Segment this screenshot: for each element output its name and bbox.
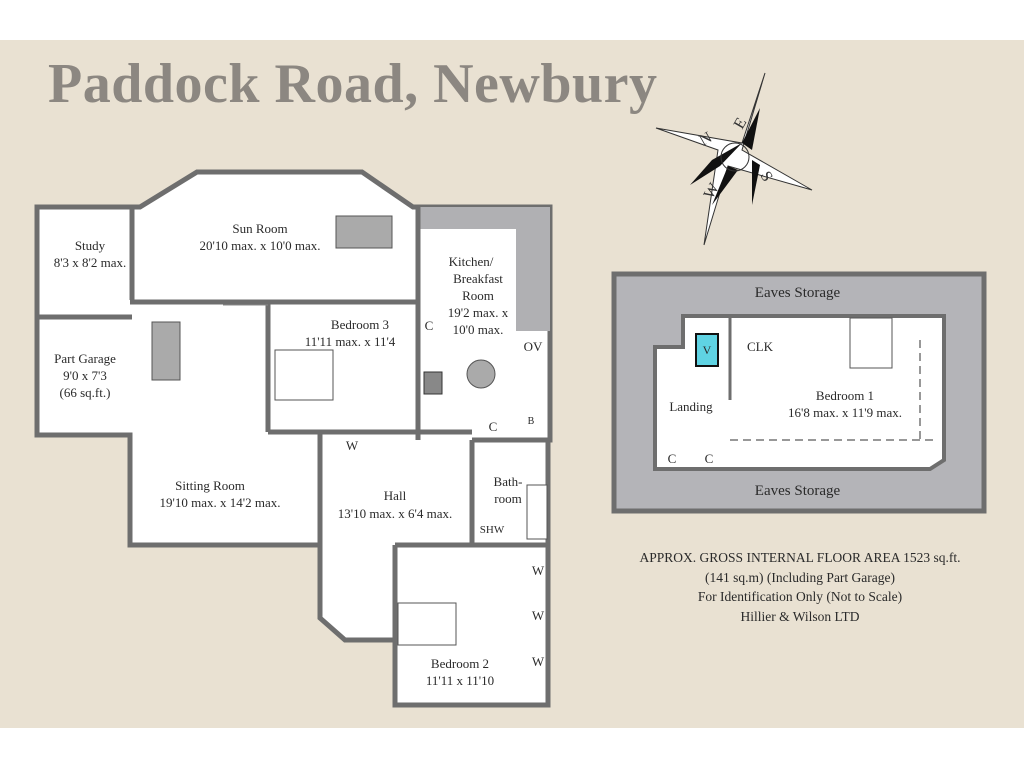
bathroom-name-1: Bath- — [493, 474, 523, 489]
study-name: Study — [74, 238, 106, 253]
v-label: V — [702, 343, 712, 357]
sitting-room-dims: 19'10 max. x 14'2 max. — [159, 495, 281, 510]
bathroom-name-2: room — [494, 491, 522, 506]
wardrobe-label: W — [531, 563, 545, 578]
wardrobe-label: W — [531, 608, 545, 623]
cupboard-label: C — [704, 451, 714, 466]
bedroom3-dims: 11'11 max. x 11'4 — [304, 334, 396, 349]
ground-floor — [34, 169, 553, 708]
bedroom2-dims: 11'11 x 11'10 — [425, 673, 495, 688]
note-line-1: APPROX. GROSS INTERNAL FLOOR AREA 1523 s… — [639, 550, 961, 565]
kitchen-dims-1: 19'2 max. x — [447, 305, 509, 320]
cupboard-label: C — [667, 451, 677, 466]
bedroom1-dims: 16'8 max. x 11'9 max. — [788, 405, 902, 420]
boiler-label: B — [527, 416, 535, 427]
cupboard-label: C — [424, 318, 434, 333]
shower-label: SHW — [479, 524, 505, 536]
wardrobe-label: W — [345, 438, 359, 453]
garage-dims: 9'0 x 7'3 — [63, 368, 107, 383]
sun-room-dims: 20'10 max. x 10'0 max. — [199, 238, 321, 253]
garage-name: Part Garage — [54, 351, 116, 366]
page-title: Paddock Road, Newbury — [48, 53, 658, 115]
sun-room-name: Sun Room — [232, 221, 288, 236]
sitting-room-name: Sitting Room — [175, 478, 245, 493]
hall-name: Hall — [383, 488, 407, 503]
bedroom3-name: Bedroom 3 — [330, 317, 390, 332]
wardrobe-label: W — [531, 654, 545, 669]
hall-dims: 13'10 max. x 6'4 max. — [337, 506, 453, 521]
bedroom2-name: Bedroom 2 — [430, 656, 490, 671]
kitchen-name-2: Breakfast — [453, 271, 503, 286]
clk-label: CLK — [747, 339, 773, 354]
eaves-storage-bottom: Eaves Storage — [754, 483, 841, 499]
kitchen-name-1: Kitchen/ — [448, 254, 494, 269]
kitchen-dims-2: 10'0 max. — [452, 322, 504, 337]
study-dims: 8'3 x 8'2 max. — [53, 255, 127, 270]
landing-label: Landing — [669, 399, 713, 414]
bedroom1-name: Bedroom 1 — [815, 388, 875, 403]
note-line-2: (141 sq.m) (Including Part Garage) — [704, 569, 896, 585]
note-line-4: Hillier & Wilson LTD — [740, 608, 860, 624]
floor-area-notes: APPROX. GROSS INTERNAL FLOOR AREA 1523 s… — [600, 548, 1000, 626]
eaves-storage-top: Eaves Storage — [754, 285, 841, 301]
note-line-3: For Identification Only (Not to Scale) — [697, 589, 903, 604]
first-floor — [611, 271, 987, 514]
compass-icon: N E S W — [655, 72, 813, 246]
kitchen-name-3: Room — [462, 288, 494, 303]
cupboard-label: C — [488, 419, 498, 434]
garage-area: (66 sq.ft.) — [59, 385, 111, 400]
oven-label: OV — [523, 339, 543, 354]
